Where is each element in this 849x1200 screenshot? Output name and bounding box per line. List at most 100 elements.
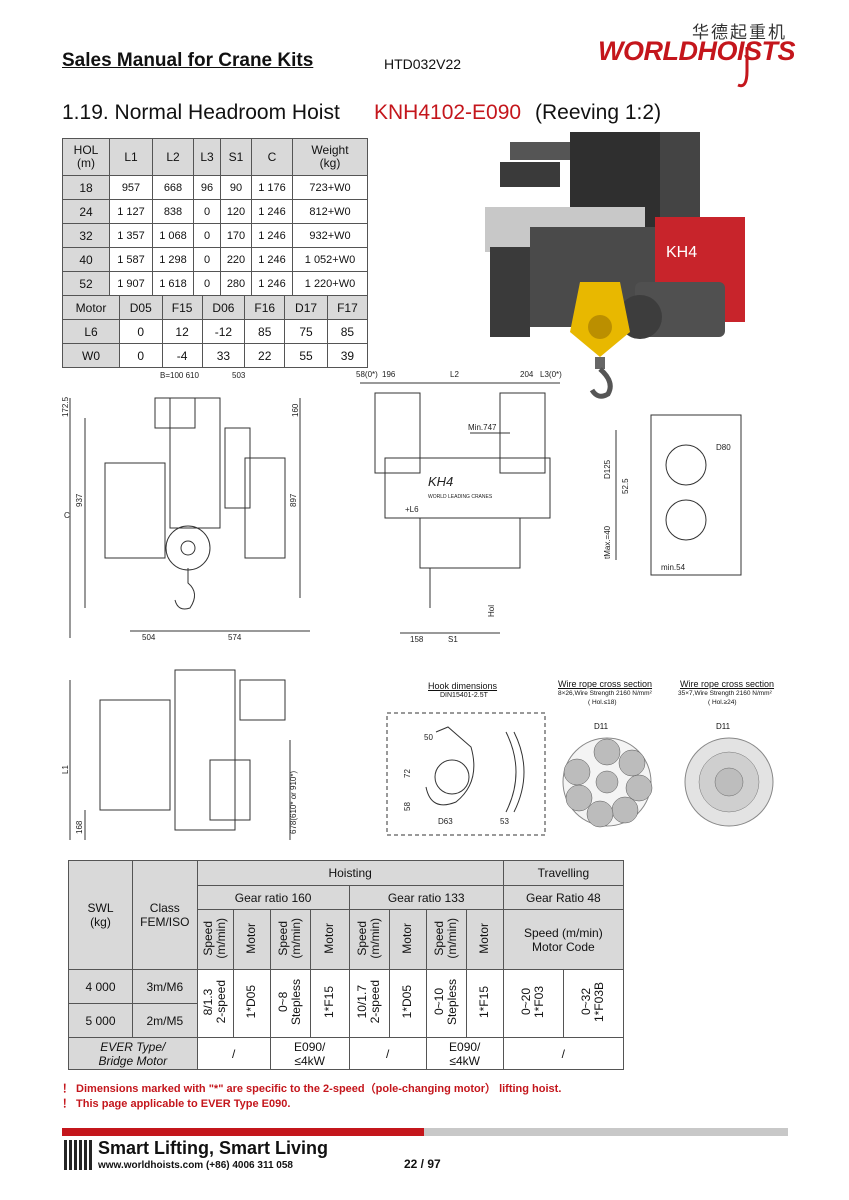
hoist-product-image: KH4	[485, 132, 745, 399]
hook-standard: DIN15401-2.5T	[440, 692, 488, 699]
cell: 33	[201, 343, 246, 368]
col-swl: SWL (kg)	[68, 860, 133, 970]
col-speed: Speed (m/min)	[276, 917, 304, 959]
group-gear-133: Gear ratio 133	[348, 885, 504, 910]
perf-header-row-2: Gear ratio 160 Gear ratio 133 Gear Ratio…	[69, 885, 625, 910]
col-motor: Motor	[62, 295, 120, 320]
cell: 1 298	[152, 247, 194, 272]
col-class: Class FEM/ISO	[131, 860, 198, 970]
model-code: KNH4102-E090	[374, 101, 522, 124]
rope1-hol: ( Hol.≤18)	[588, 699, 617, 706]
col-hol: HOL (m)	[62, 138, 110, 176]
dim-52: 52.5	[621, 478, 630, 494]
dim-d125: D125	[603, 459, 612, 479]
col-speed: Speed (m/min)	[355, 917, 383, 959]
col-l2: L2	[152, 138, 194, 176]
group-gear-48: Gear Ratio 48	[502, 885, 625, 910]
cell: 1 246	[251, 199, 293, 224]
col-motor: Motor	[400, 922, 415, 954]
cell: 723+W0	[292, 175, 368, 200]
dimension-table-header: HOL (m) L1 L2 L3 S1 C Weight (kg)	[62, 138, 368, 176]
perf-header-row-3: Speed (m/min) Motor Speed (m/min) Motor …	[69, 909, 625, 970]
dim-hol: Hol	[487, 605, 496, 617]
performance-table: SWL (kg) Class FEM/ISO Hoisting Travelli…	[68, 860, 625, 1070]
col-motor: Motor	[477, 922, 492, 954]
dim-min54: min.54	[661, 563, 686, 572]
col-motor: Motor	[322, 922, 337, 954]
cell-ever-label: EVER Type/ Bridge Motor	[68, 1037, 198, 1070]
dim-158: 158	[410, 635, 424, 644]
dim-678: 678(610* or 910*)	[289, 771, 298, 834]
dim-min747: Min.747	[468, 423, 497, 432]
dim-s1: S1	[448, 635, 458, 644]
cell-ever-g160-stepless: E090/ ≤4kW	[269, 1037, 350, 1070]
note-ever-type: ！ This page applicable to EVER Type E090…	[62, 1098, 291, 1110]
rope1-d11: D11	[594, 722, 609, 731]
group-travelling: Travelling	[502, 860, 625, 886]
motor-table-header: Motor D05 F15 D06 F16 D17 F17	[62, 295, 369, 320]
dim-58: 58(0*)	[356, 370, 378, 379]
cell: 1 618	[152, 271, 194, 296]
cell-g160-speed2: 0~8 Stepless	[276, 978, 304, 1026]
table-row: 4 000 3m/M6 8/1.3 2-speed 1*D05 0~8 Step…	[68, 969, 625, 1038]
cell: 75	[284, 319, 328, 344]
col-c: C	[251, 138, 293, 176]
col-weight: Weight (kg)	[292, 138, 368, 176]
cell: 280	[220, 271, 252, 296]
front-view-drawing: KH4 WORLD LEADING CRANES 58(0*) 196 L2 2…	[356, 370, 562, 644]
dim-172: 172.5	[61, 396, 70, 417]
cell: 1 246	[251, 271, 293, 296]
dim-504: 504	[142, 633, 156, 642]
dim-196: 196	[382, 370, 396, 379]
cell: 55	[284, 343, 328, 368]
dim-72: 72	[403, 769, 412, 778]
dim-160: 160	[291, 403, 300, 417]
col-d05: D05	[119, 295, 163, 320]
dim-168: 168	[75, 820, 84, 834]
cell: 838	[152, 199, 194, 224]
cell: 1 357	[109, 223, 153, 248]
cell: W0	[62, 343, 120, 368]
dim-503: 503	[232, 371, 246, 380]
rope2-spec: 35×7,Wire Strength 2160 N/mm²	[678, 690, 772, 697]
col-f15: F15	[161, 295, 203, 320]
cell-ever-g160-2speed: /	[196, 1037, 271, 1070]
cell: 24	[62, 199, 110, 224]
footer-slogan: Smart Lifting, Smart Living	[98, 1138, 329, 1158]
cell: 957	[109, 175, 153, 200]
cell-g133-motor1: 1*D05	[400, 985, 415, 1019]
col-s1: S1	[220, 138, 252, 176]
dim-50: 50	[424, 733, 433, 742]
rope1-spec: 8×26,Wire Strength 2160 N/mm²	[558, 690, 652, 697]
group-gear-160: Gear ratio 160	[196, 885, 350, 910]
drum-detail-drawing: D125 52.5 D80 tMax.=40 min.54	[603, 414, 742, 576]
section-title: 1.19. Normal Headroom Hoist	[62, 101, 340, 124]
footer-bar-red	[62, 1128, 424, 1136]
col-f16: F16	[244, 295, 286, 320]
col-speed: Speed (m/min)	[432, 917, 460, 959]
rope1-title: Wire rope cross section	[558, 679, 653, 689]
cell: 0	[193, 199, 221, 224]
cell-travel2: 0~32 1*F03B	[579, 981, 607, 1023]
cell: 32	[62, 223, 110, 248]
footer-bar-grey	[424, 1128, 788, 1136]
kh4-tagline: WORLD LEADING CRANES	[428, 494, 493, 500]
side-view-drawing: B=100 610 503 172.5 160 937 897 C 504 57…	[61, 371, 310, 642]
rope2-hol: ( Hol.≥24)	[708, 699, 737, 706]
kh4-label: KH4	[428, 474, 453, 489]
cell: 668	[152, 175, 194, 200]
cell: 0	[193, 247, 221, 272]
cell-swl: 5 000	[68, 1003, 133, 1038]
cell: 85	[326, 319, 369, 344]
dim-204: 204	[520, 370, 534, 379]
cell-class: 3m/M6	[131, 969, 198, 1004]
rope2-cross-section	[684, 737, 774, 827]
cell: 170	[220, 223, 252, 248]
cell: 1 068	[152, 223, 194, 248]
cell: 812+W0	[292, 199, 368, 224]
